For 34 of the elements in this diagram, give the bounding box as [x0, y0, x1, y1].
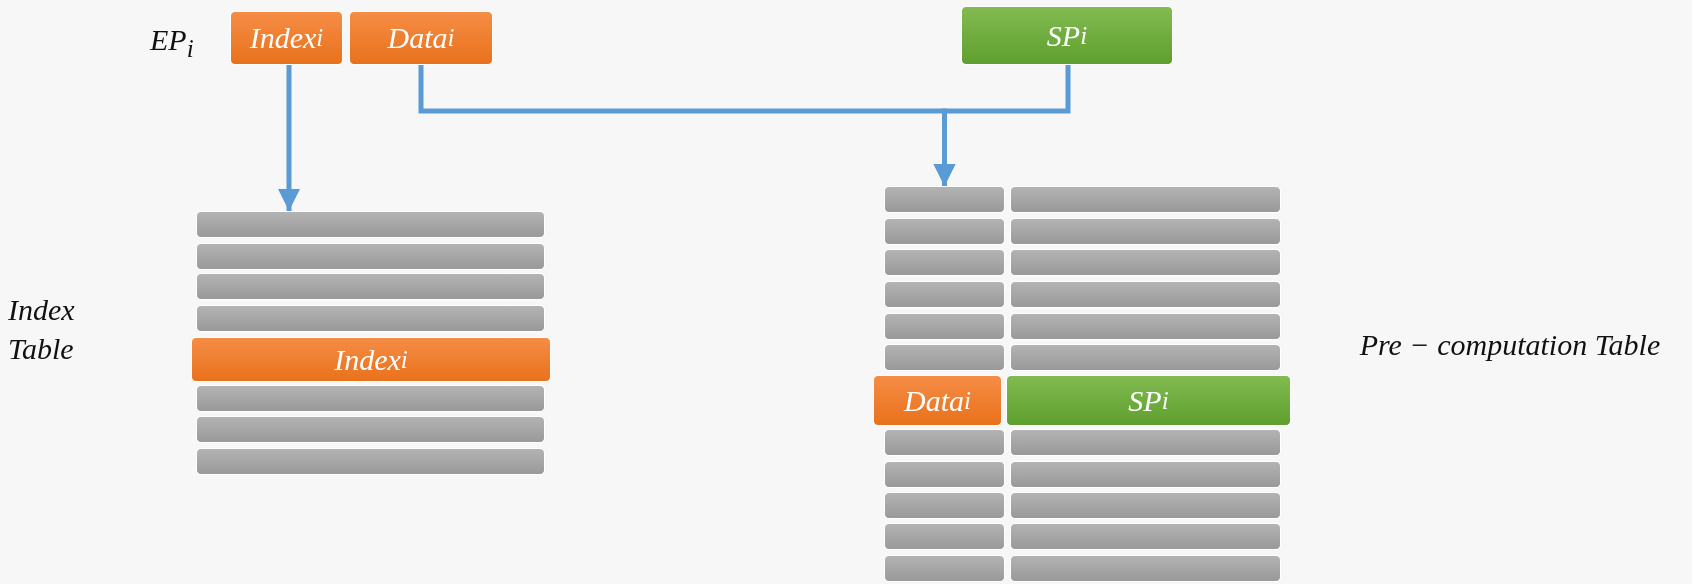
table-cell	[884, 344, 1005, 371]
table-cell	[884, 218, 1005, 245]
table-row	[196, 243, 545, 270]
table-row	[196, 416, 545, 443]
table-row	[196, 385, 545, 412]
table-cell	[1010, 249, 1281, 276]
table-cell	[884, 555, 1005, 582]
table-cell	[884, 523, 1005, 550]
table-cell	[884, 313, 1005, 340]
table-cell	[1010, 429, 1281, 456]
table-cell	[884, 281, 1005, 308]
table-cell	[1010, 313, 1281, 340]
table-row	[196, 273, 545, 300]
table-cell	[1010, 186, 1281, 213]
table-cell	[1010, 281, 1281, 308]
table-cell	[1010, 555, 1281, 582]
arrow	[277, 65, 301, 211]
table-cell	[884, 492, 1005, 519]
table-row	[196, 211, 545, 238]
table-cell	[884, 461, 1005, 488]
table-row	[196, 305, 545, 332]
table-cell	[1010, 492, 1281, 519]
table-cell	[884, 429, 1005, 456]
table-title: Index Table	[8, 292, 76, 367]
arrow	[933, 65, 1071, 186]
table-cell	[1010, 461, 1281, 488]
table-row	[196, 448, 545, 475]
table-cell	[1010, 523, 1281, 550]
row-label: EP$_{i}$	[150, 22, 195, 64]
table-title: Pre − computation Table	[1358, 327, 1662, 363]
table-cell	[884, 249, 1005, 276]
table-cell	[1010, 218, 1281, 245]
table-cell	[884, 186, 1005, 213]
table-cell	[1010, 344, 1281, 371]
